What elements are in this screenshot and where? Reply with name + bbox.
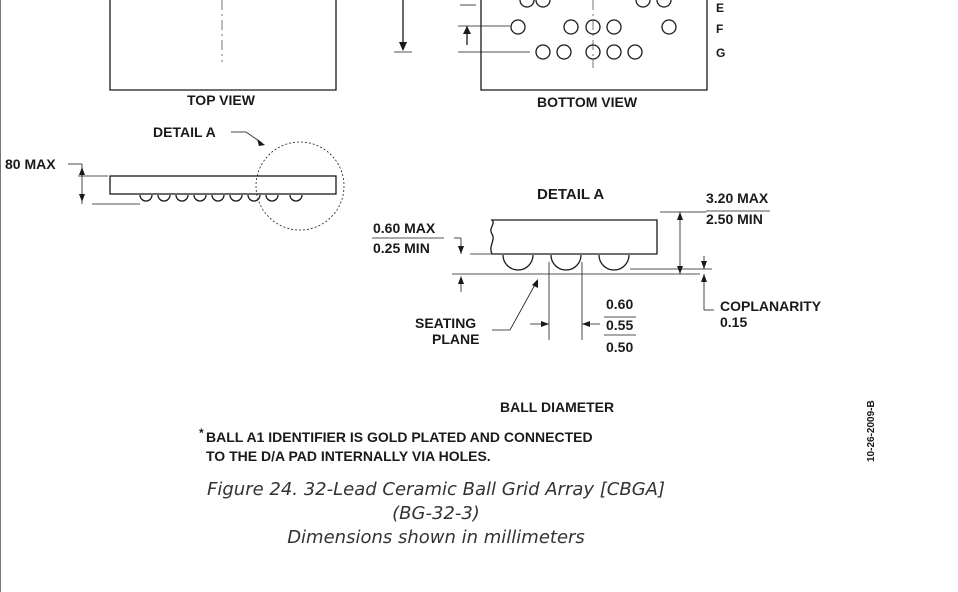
note-line-2: TO THE D/A PAD INTERNALLY VIA HOLES. bbox=[206, 448, 491, 464]
ball-diameter-max: 0.60 bbox=[606, 296, 634, 312]
height-max-label: 3.20 MAX bbox=[706, 190, 769, 206]
coplanarity-value: 0.15 bbox=[720, 314, 748, 330]
max-height-label: 80 MAX bbox=[5, 156, 56, 172]
figure-caption-package: (BG-32-3) bbox=[392, 503, 480, 524]
row-label-g: G bbox=[716, 46, 726, 60]
ball-diameter-label: BALL DIAMETER bbox=[500, 399, 615, 415]
note-line-1: BALL A1 IDENTIFIER IS GOLD PLATED AND CO… bbox=[206, 429, 593, 445]
height-min-label: 2.50 MIN bbox=[706, 211, 763, 227]
top-view-body bbox=[109, 0, 337, 91]
top-view-label: TOP VIEW bbox=[187, 92, 255, 108]
ball-array bbox=[510, 0, 677, 60]
seating-plane-line2: PLANE bbox=[432, 331, 480, 347]
top-view-dimension bbox=[394, 0, 530, 53]
figure-caption-title: Figure 24. 32-Lead Ceramic Ball Grid Arr… bbox=[207, 479, 665, 500]
drawing-date-code: 10-26-2009-B bbox=[866, 400, 877, 462]
ball-diameter-min: 0.50 bbox=[606, 339, 634, 355]
detail-a-title: DETAIL A bbox=[537, 186, 605, 203]
figure-caption-units: Dimensions shown in millimeters bbox=[287, 527, 585, 548]
row-label-e: E bbox=[716, 1, 725, 15]
detail-a-callout: DETAIL A bbox=[153, 124, 216, 140]
seating-plane-line1: SEATING bbox=[415, 315, 477, 331]
row-label-f: F bbox=[716, 22, 724, 36]
ball-diameter-nom: 0.55 bbox=[606, 317, 634, 333]
note-asterisk: * bbox=[199, 426, 204, 440]
coplanarity-label: COPLANARITY bbox=[720, 298, 822, 314]
standoff-max-label: 0.60 MAX bbox=[373, 220, 436, 236]
bottom-view-label: BOTTOM VIEW bbox=[537, 94, 638, 110]
bottom-view-body bbox=[480, 0, 708, 91]
page-left-border bbox=[0, 0, 1, 592]
side-view bbox=[68, 131, 345, 231]
standoff-min-label: 0.25 MIN bbox=[373, 240, 430, 256]
detail-a-drawing bbox=[372, 210, 770, 340]
